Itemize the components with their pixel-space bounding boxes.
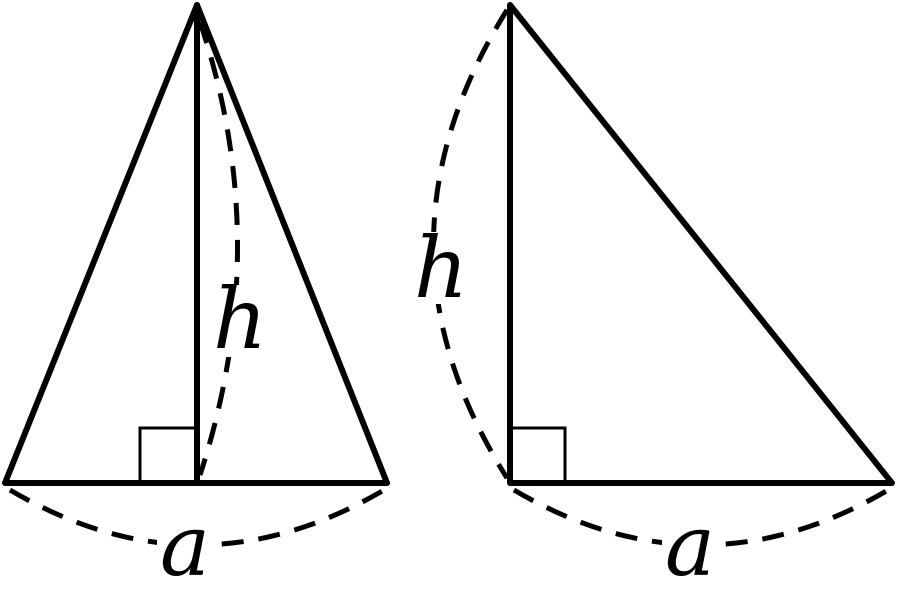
right-triangle-base-label: a — [665, 497, 715, 595]
right-triangle-height-brace — [431, 8, 510, 480]
right-triangle-right-angle-marker — [510, 426, 567, 483]
isosceles-height-label-bg — [212, 285, 262, 357]
isosceles-right-angle-marker — [138, 426, 195, 483]
isosceles-triangle-figure: h a — [2, 2, 390, 595]
isosceles-base-label-bg — [157, 520, 217, 580]
right-triangle-height-label: h — [414, 219, 468, 317]
right-triangle-figure: h a — [412, 2, 895, 595]
right-triangle-base-label-bg — [662, 520, 722, 580]
isosceles-height-label: h — [213, 270, 267, 368]
right-triangle-outline — [507, 2, 895, 486]
isosceles-base-label: a — [160, 497, 210, 595]
right-triangle-height-label-bg — [412, 232, 464, 304]
isosceles-height-brace — [197, 21, 240, 476]
